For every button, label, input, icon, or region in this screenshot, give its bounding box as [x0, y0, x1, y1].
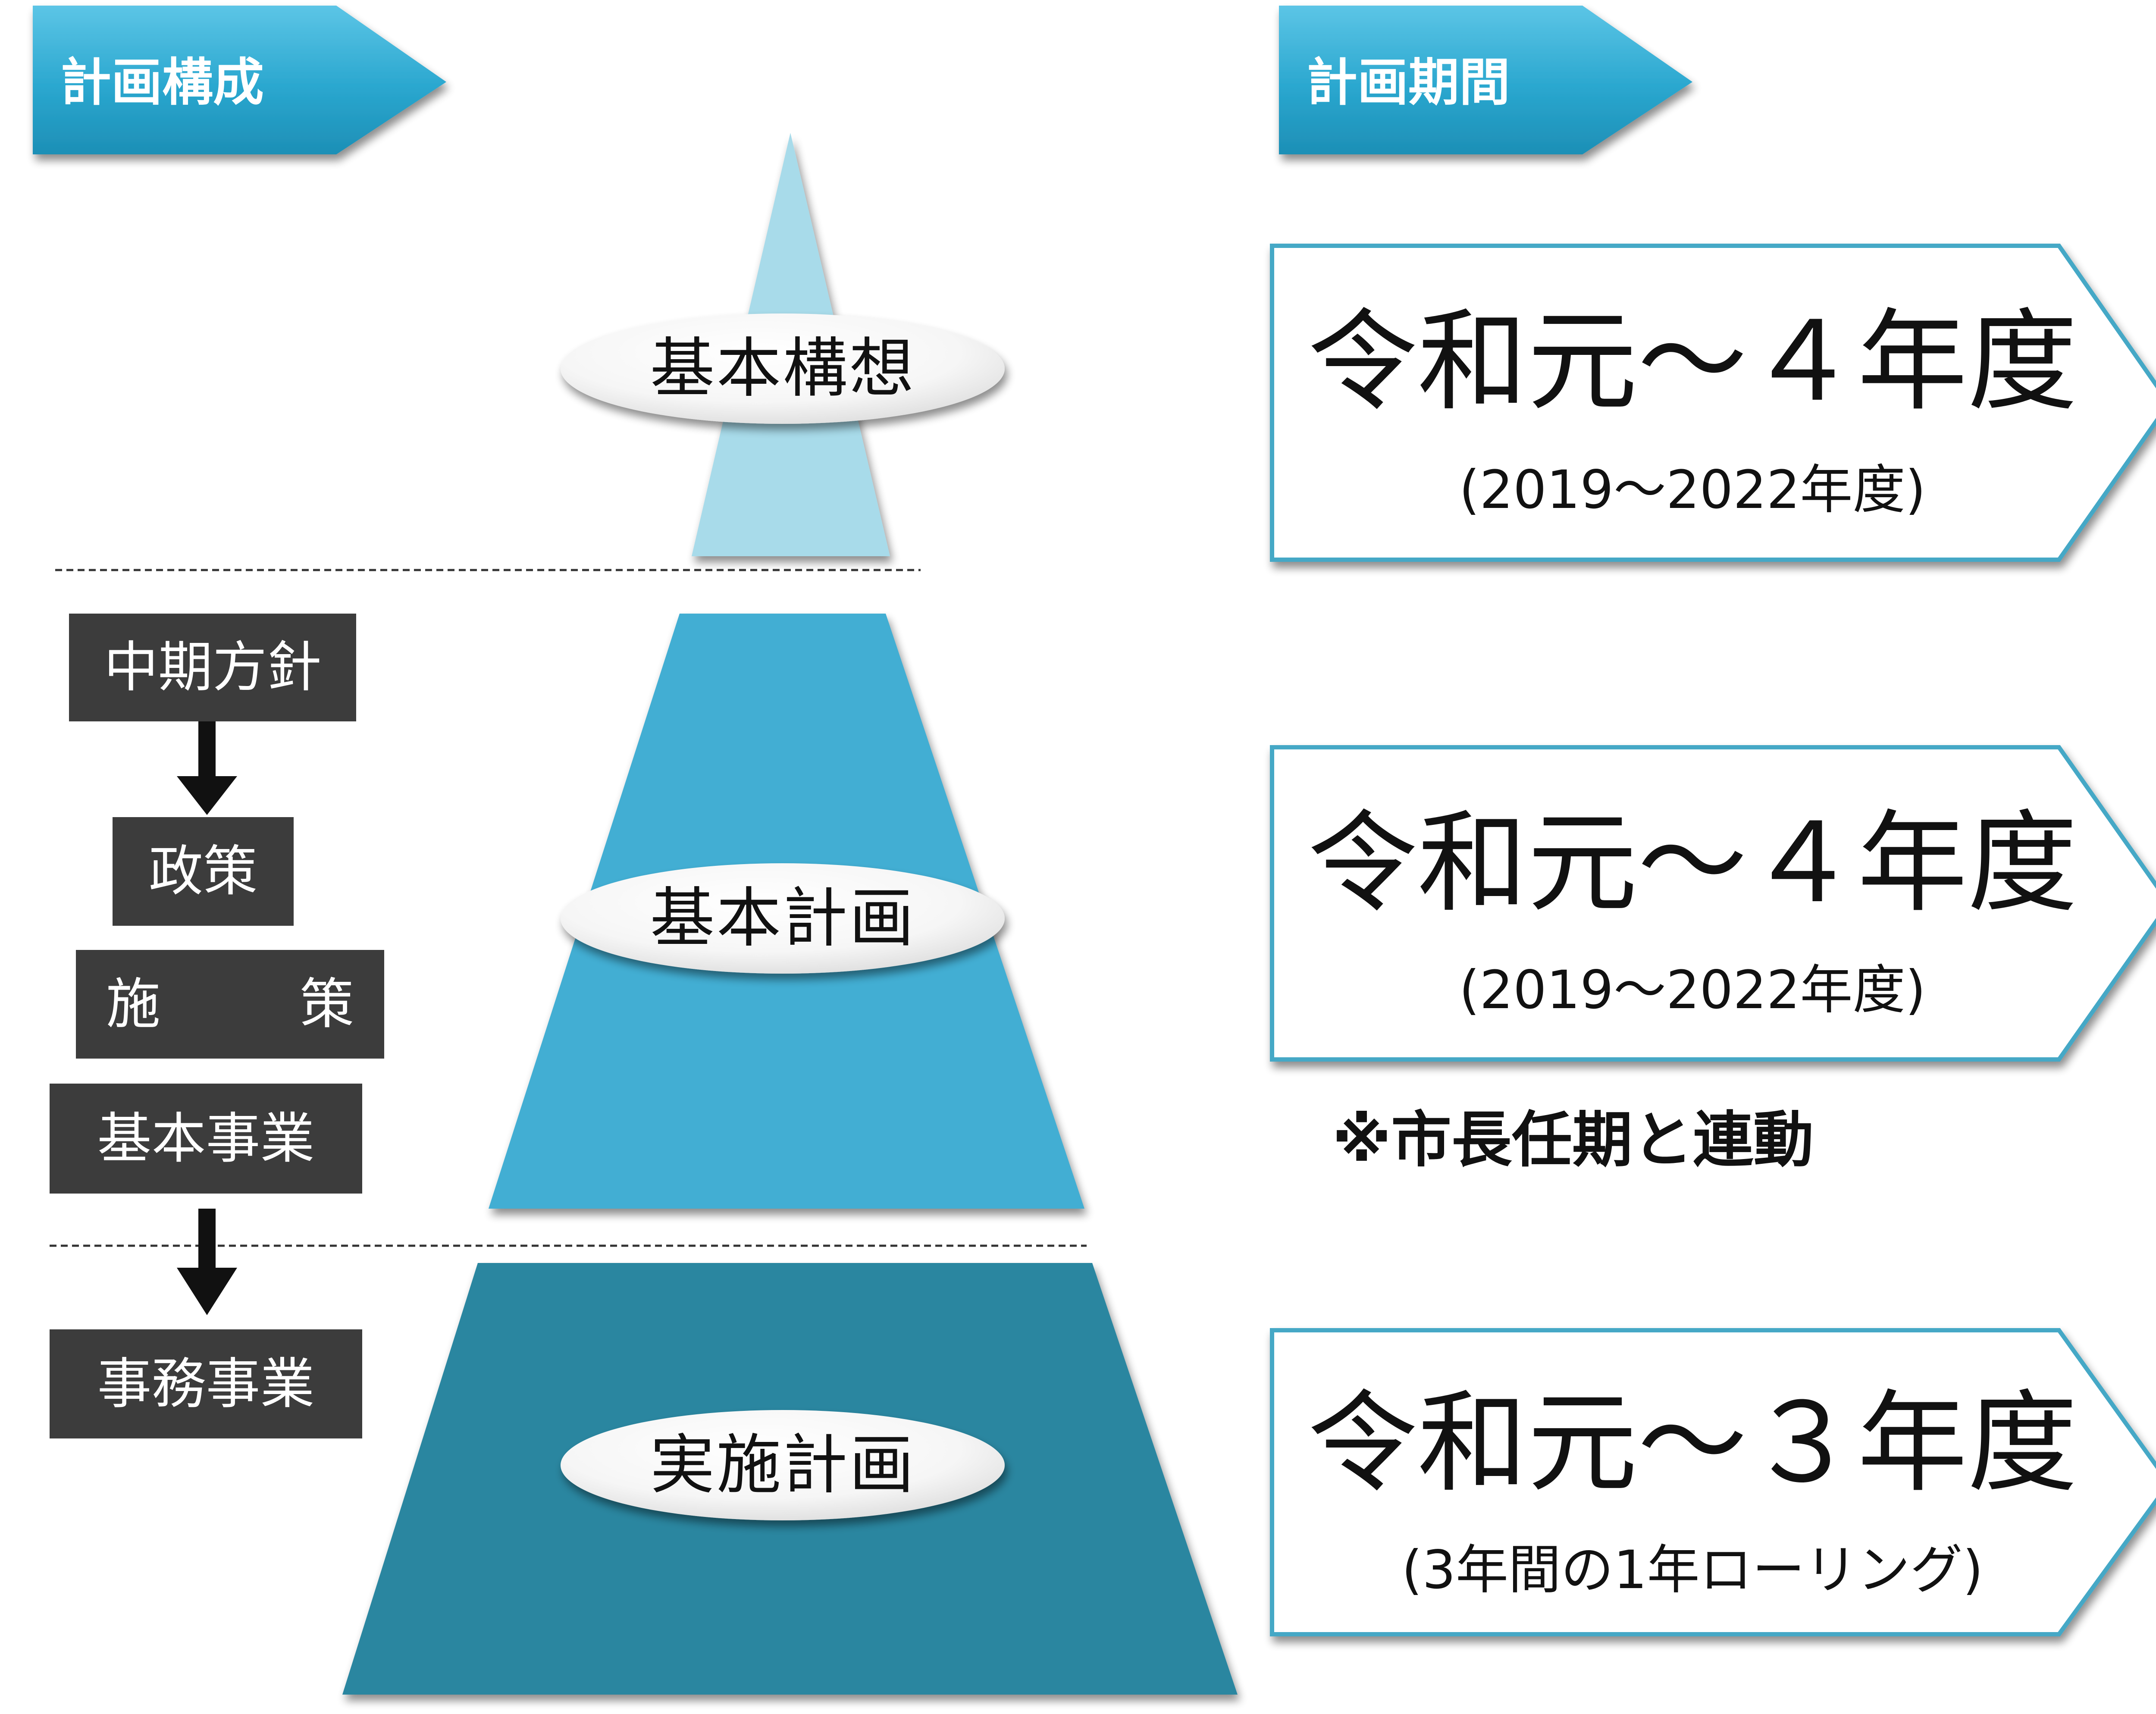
period-header-label: 計画期間 — [1307, 53, 1510, 112]
tier-ellipse-top — [561, 313, 1005, 424]
period-3-sub: (3年間の1年ローリング) — [1401, 1539, 1984, 1601]
period-1-main: 令和元～４年度 — [1307, 298, 2078, 426]
arrow-down-lower — [177, 1209, 237, 1315]
period-header-chevron — [1279, 6, 1692, 154]
tier-label-basic-concept: 基本構想 — [650, 331, 916, 406]
period-box-1 — [1270, 244, 2156, 562]
tier-ellipse-bottom — [561, 1410, 1005, 1520]
box-mid-policy: 中期方針 — [69, 614, 356, 721]
period-2-sub: (2019～2022年度) — [1459, 959, 1926, 1021]
period-1-sub: (2019～2022年度) — [1459, 459, 1926, 520]
tier-label-implementation-plan: 実施計画 — [650, 1428, 916, 1503]
box-measure-char-1: 施 — [106, 972, 160, 1036]
term-linked-note: ※市長任期と連動 — [1332, 1105, 1814, 1175]
tier-ellipse-middle — [561, 863, 1005, 974]
period-box-3 — [1270, 1328, 2156, 1636]
box-basic-project: 基本事業 — [50, 1084, 362, 1194]
arrow-down-upper — [177, 718, 237, 815]
period-3-main: 令和元～３年度 — [1307, 1379, 2078, 1507]
box-admin-project: 事務事業 — [50, 1329, 362, 1438]
period-box-2 — [1270, 745, 2156, 1062]
structure-header-label: 計画構成 — [60, 53, 264, 112]
box-policy: 政策 — [113, 817, 294, 926]
structure-header-chevron — [33, 6, 446, 154]
tier-label-basic-plan: 基本計画 — [650, 881, 916, 956]
box-measure: 施 策 — [76, 950, 384, 1059]
box-measure-char-2: 策 — [300, 972, 354, 1036]
period-2-main: 令和元～４年度 — [1307, 799, 2078, 928]
